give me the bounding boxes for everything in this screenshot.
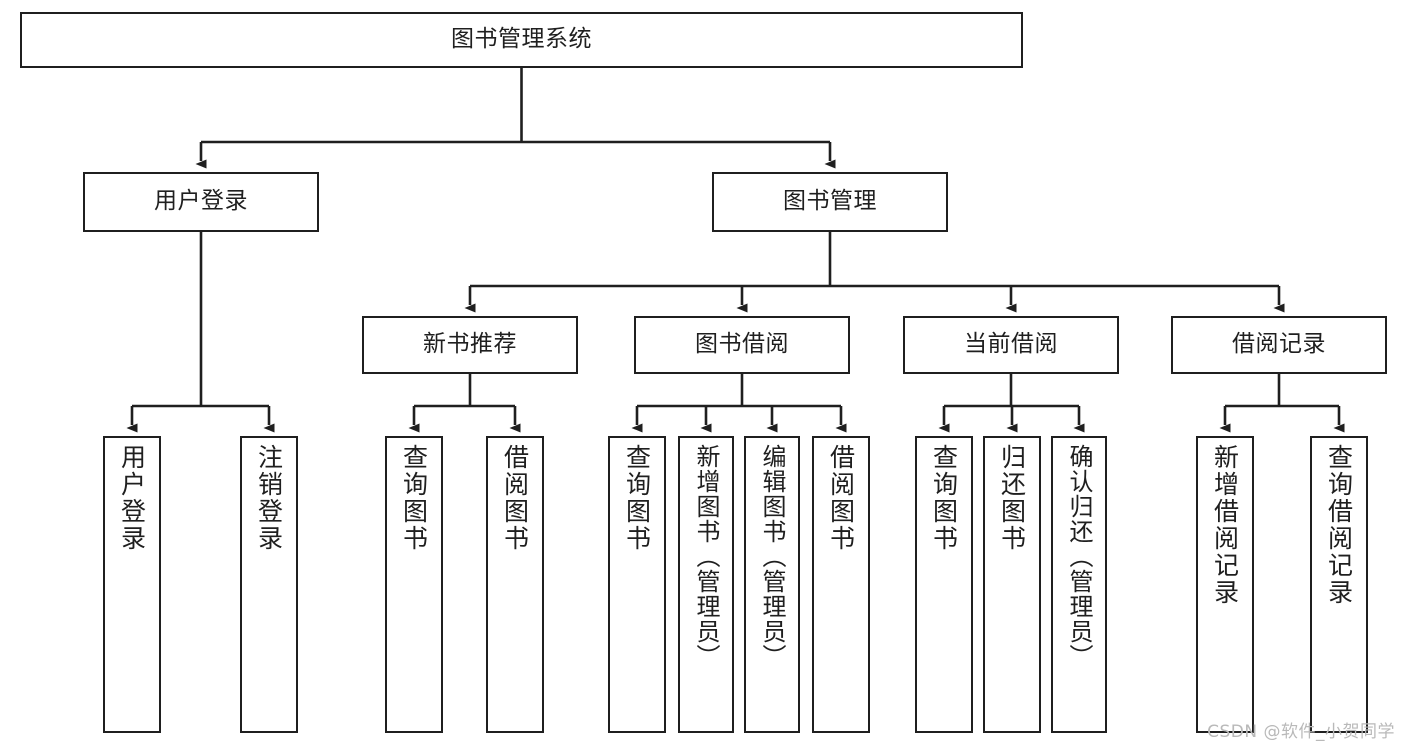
node-label-leaf-edit-book: 编辑图书（管理员） bbox=[758, 444, 786, 669]
node-leaf-add-book[interactable]: 新增图书（管理员） bbox=[678, 436, 734, 733]
node-label-leaf-add-rec: 新增借阅记录 bbox=[1210, 444, 1240, 606]
node-label-leaf-user-login: 用户登录 bbox=[117, 444, 147, 552]
node-user-login[interactable]: 用户登录 bbox=[83, 172, 319, 232]
node-label-leaf-add-book: 新增图书（管理员） bbox=[692, 444, 720, 669]
node-root[interactable]: 图书管理系统 bbox=[20, 12, 1023, 68]
node-leaf-borrow-2[interactable]: 借阅图书 bbox=[812, 436, 870, 733]
node-book-manage[interactable]: 图书管理 bbox=[712, 172, 948, 232]
node-label-borrow-record: 借阅记录 bbox=[1232, 331, 1326, 358]
node-label-leaf-query-1: 查询图书 bbox=[399, 444, 429, 552]
node-borrow-record[interactable]: 借阅记录 bbox=[1171, 316, 1387, 374]
node-leaf-logout[interactable]: 注销登录 bbox=[240, 436, 298, 733]
node-leaf-add-rec[interactable]: 新增借阅记录 bbox=[1196, 436, 1254, 733]
node-label-leaf-confirm: 确认归还（管理员） bbox=[1065, 444, 1093, 669]
node-label-leaf-query-3: 查询图书 bbox=[929, 444, 959, 552]
node-book-borrow[interactable]: 图书借阅 bbox=[634, 316, 850, 374]
node-label-book-borrow: 图书借阅 bbox=[695, 331, 789, 358]
node-label-current-borrow: 当前借阅 bbox=[964, 331, 1058, 358]
node-label-leaf-borrow-1: 借阅图书 bbox=[500, 444, 530, 552]
node-label-book-manage: 图书管理 bbox=[783, 188, 877, 215]
node-new-book-rec[interactable]: 新书推荐 bbox=[362, 316, 578, 374]
node-current-borrow[interactable]: 当前借阅 bbox=[903, 316, 1119, 374]
node-label-leaf-borrow-2: 借阅图书 bbox=[826, 444, 856, 552]
connector-lines bbox=[126, 68, 1345, 433]
node-label-leaf-return: 归还图书 bbox=[997, 444, 1027, 552]
node-label-user-login: 用户登录 bbox=[154, 188, 248, 215]
node-leaf-borrow-1[interactable]: 借阅图书 bbox=[486, 436, 544, 733]
node-label-leaf-query-rec: 查询借阅记录 bbox=[1324, 444, 1354, 606]
node-leaf-query-1[interactable]: 查询图书 bbox=[385, 436, 443, 733]
node-leaf-query-rec[interactable]: 查询借阅记录 bbox=[1310, 436, 1368, 733]
node-leaf-query-2[interactable]: 查询图书 bbox=[608, 436, 666, 733]
node-label-new-book-rec: 新书推荐 bbox=[423, 331, 517, 358]
node-label-leaf-query-2: 查询图书 bbox=[622, 444, 652, 552]
node-leaf-return[interactable]: 归还图书 bbox=[983, 436, 1041, 733]
node-leaf-user-login[interactable]: 用户登录 bbox=[103, 436, 161, 733]
node-leaf-edit-book[interactable]: 编辑图书（管理员） bbox=[744, 436, 800, 733]
node-leaf-confirm[interactable]: 确认归还（管理员） bbox=[1051, 436, 1107, 733]
node-leaf-query-3[interactable]: 查询图书 bbox=[915, 436, 973, 733]
node-label-root: 图书管理系统 bbox=[451, 26, 592, 53]
node-label-leaf-logout: 注销登录 bbox=[254, 444, 284, 552]
